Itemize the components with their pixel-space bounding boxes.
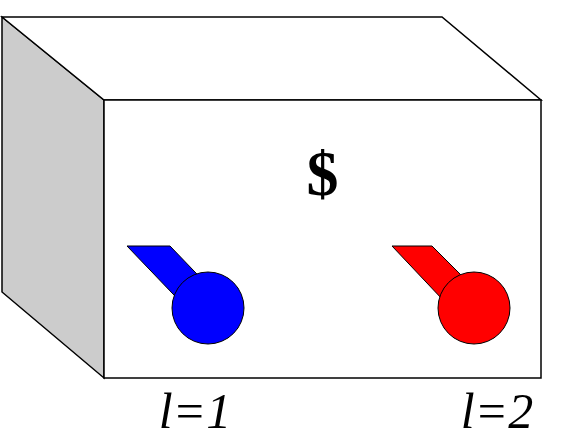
box-top [2, 17, 541, 100]
lever-label: l=1 [159, 384, 232, 439]
lever-knob [438, 272, 510, 344]
lever-knob [172, 272, 244, 344]
lever-label: l=2 [461, 384, 534, 439]
box-front-face: $ [104, 100, 541, 378]
dollar-sign: $ [104, 142, 541, 206]
box-front [104, 100, 541, 378]
